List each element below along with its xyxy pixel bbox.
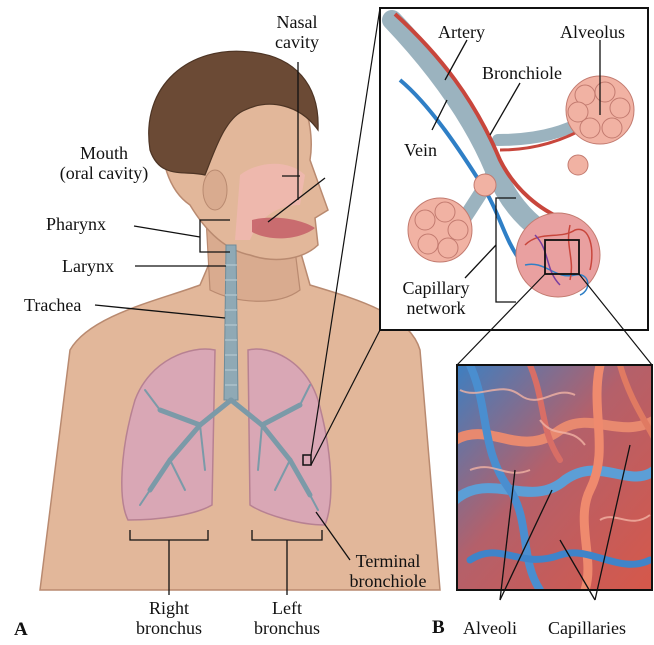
ear: [203, 170, 227, 210]
label-terminal-bronchiole: Terminal bronchiole: [340, 551, 436, 591]
label-alveolus: Alveolus: [560, 22, 625, 42]
label-mouth-line1: Mouth: [44, 143, 164, 163]
label-nasal-cavity-line2: cavity: [266, 32, 328, 52]
label-right-bronchus: Right bronchus: [125, 598, 213, 638]
trachea-tube: [224, 245, 238, 400]
panel-label-b: B: [432, 618, 445, 638]
label-larynx: Larynx: [62, 256, 114, 276]
label-terminal-bronchiole-line1: Terminal: [340, 551, 436, 571]
label-capillaries: Capillaries: [548, 618, 626, 638]
label-left-bronchus-line2: bronchus: [243, 618, 331, 638]
capillary-closeup: [455, 365, 654, 590]
label-left-bronchus-line1: Left: [243, 598, 331, 618]
panel-label-a: A: [14, 620, 28, 640]
label-right-bronchus-line1: Right: [125, 598, 213, 618]
label-pharynx: Pharynx: [46, 214, 106, 234]
label-capillary-network-line2: network: [384, 298, 488, 318]
label-capillary-network-line1: Capillary: [384, 278, 488, 298]
label-capillary-network: Capillary network: [384, 278, 488, 318]
label-nasal-cavity: Nasal cavity: [266, 12, 328, 52]
label-artery: Artery: [438, 22, 485, 42]
label-right-bronchus-line2: bronchus: [125, 618, 213, 638]
label-mouth: Mouth (oral cavity): [44, 143, 164, 183]
label-bronchiole: Bronchiole: [482, 63, 562, 83]
label-vein: Vein: [404, 140, 437, 160]
label-left-bronchus: Left bronchus: [243, 598, 331, 638]
label-mouth-line2: (oral cavity): [44, 163, 164, 183]
label-terminal-bronchiole-line2: bronchiole: [340, 571, 436, 591]
label-alveoli: Alveoli: [463, 618, 517, 638]
label-trachea: Trachea: [24, 295, 81, 315]
label-nasal-cavity-line1: Nasal: [266, 12, 328, 32]
